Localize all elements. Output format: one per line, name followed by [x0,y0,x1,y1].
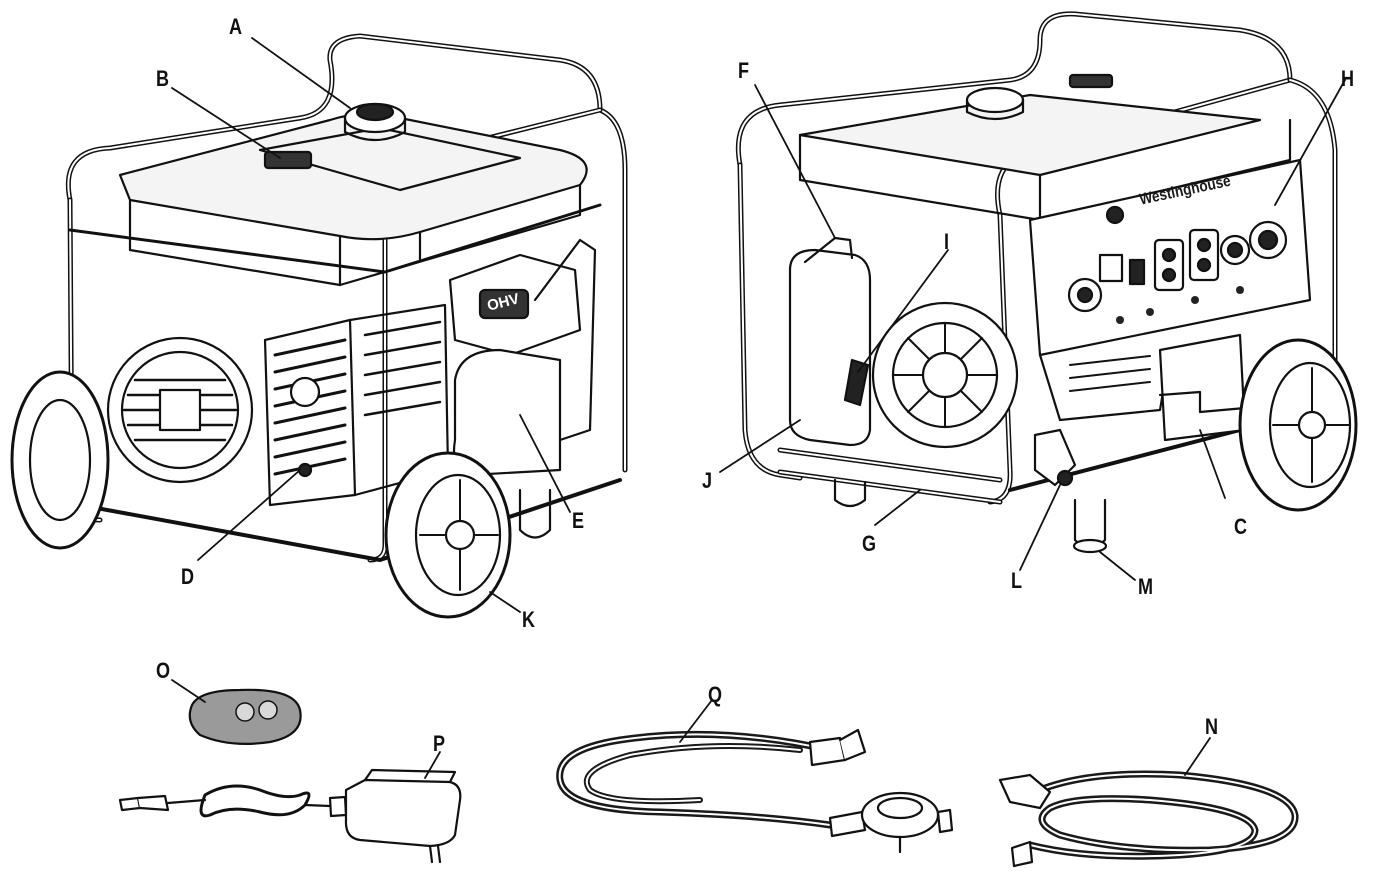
callout-c: C [1234,514,1248,539]
callout-b: B [156,66,170,91]
callout-f: F [738,58,750,83]
generator-rear-view [735,11,1358,554]
callout-a: A [229,14,243,39]
callout-q: Q [708,682,723,707]
callout-o: O [156,658,171,683]
generator-front-view [10,33,628,619]
callout-e: E [572,508,585,533]
callout-g: G [862,531,877,556]
callout-h: H [1341,66,1355,91]
callout-m: M [1138,574,1154,599]
battery-charger [118,768,462,864]
callout-i: I [944,229,950,254]
natural-gas-hose [998,770,1299,868]
callout-d: D [181,564,195,589]
remote-key-fob [188,688,302,745]
callout-p: P [433,731,446,756]
leader-lines [171,37,1346,779]
lp-hose-regulator [556,728,954,854]
callout-j: J [702,468,713,493]
callout-k: K [522,607,536,632]
callout-l: L [1011,568,1023,593]
callout-n: N [1205,714,1219,739]
